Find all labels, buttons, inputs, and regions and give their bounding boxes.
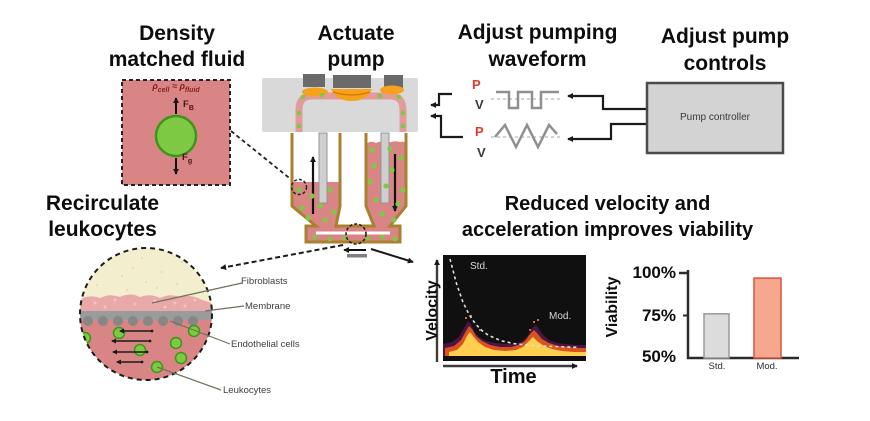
controls-title-line2: controls <box>683 52 767 75</box>
inlet-highlight-circle <box>290 178 308 196</box>
controller-to-waveform-arrow-1 <box>567 93 647 111</box>
pump-actuators <box>303 74 403 88</box>
pump-cells <box>296 92 406 242</box>
chamber-shading <box>332 91 371 96</box>
inset-art <box>79 247 245 391</box>
pump-to-plot-arrow <box>370 248 414 264</box>
controller-to-waveform-arrow-2 <box>567 122 647 142</box>
pump-controller-label: Pump controller <box>679 112 751 123</box>
flow-arrow-tails <box>140 329 154 364</box>
leukocytes-label: Leukocytes <box>223 385 272 396</box>
vessel-walls <box>290 133 408 244</box>
bar-chart-art <box>679 270 799 360</box>
pump-controller-box <box>645 81 785 155</box>
density-title-line1: Density <box>139 22 215 45</box>
std-curve <box>449 258 579 349</box>
waveform-title-line2: waveform <box>488 48 587 71</box>
ytick-75: 75% <box>641 306 676 325</box>
time-axis-label: Time <box>490 366 537 388</box>
band-speckles <box>93 298 197 309</box>
left-tube <box>318 132 328 204</box>
right-tube <box>380 132 390 204</box>
volume-label-2: V <box>477 145 486 160</box>
viability-axis-label: Viability <box>604 276 621 338</box>
flame-trace <box>443 315 586 356</box>
ytick-50: 50% <box>641 347 676 366</box>
cell-circle <box>154 114 198 158</box>
actuate-title-line1: Actuate <box>317 22 395 45</box>
membrane-label: Membrane <box>245 301 291 312</box>
flow-bar <box>347 254 367 258</box>
leader-lines <box>151 282 245 391</box>
velocity-axis-label: Velocity <box>424 280 441 341</box>
flame-speckles <box>465 315 539 331</box>
buoyancy-force-label: FB <box>183 99 194 112</box>
density-to-pump-dashed-line <box>230 130 294 182</box>
recirculate-title-line1: Recirculate <box>45 192 160 215</box>
flow-arrows <box>111 328 152 365</box>
mod-annotation: Mod. <box>549 311 572 322</box>
density-box-art <box>121 79 294 186</box>
pressure-label-1: P <box>472 77 481 92</box>
square-waveform <box>496 90 559 110</box>
waveform-art <box>430 90 647 150</box>
density-title-line2: matched fluid <box>108 48 246 71</box>
recirculation-highlight-circle <box>345 223 367 245</box>
actuate-title-line2: pump <box>327 48 385 71</box>
bar-label-std: Std. <box>708 361 726 372</box>
fibroblast-band <box>80 294 212 313</box>
fibroblasts-label: Fibroblasts <box>241 276 288 287</box>
waveform-to-pump-arrow-2 <box>430 113 463 139</box>
results-title-line1: Reduced velocity and <box>504 193 711 215</box>
recirculate-title-line2: leukocytes <box>48 218 157 241</box>
density-equation: ρcell ≈ ρfluid <box>152 81 200 94</box>
triangle-waveform <box>494 122 558 150</box>
inset-border <box>79 247 213 381</box>
gravity-force-label: Fg <box>182 152 193 165</box>
membrane-band <box>80 311 212 320</box>
endothelial-cells-label: Endothelial cells <box>231 339 300 350</box>
results-title-line2: acceleration improves viability <box>461 219 754 241</box>
ytick-100: 100% <box>632 263 676 282</box>
bar-std <box>703 313 730 359</box>
endothelial-bumps <box>83 316 198 326</box>
controls-title-line1: Adjust pump <box>660 25 790 48</box>
velocity-plot-art <box>434 255 586 369</box>
std-annotation: Std. <box>470 261 488 272</box>
bar-label-mod: Mod. <box>756 361 778 372</box>
pump-art <box>220 74 418 271</box>
pressure-label-2: P <box>475 124 484 139</box>
waveform-title-line1: Adjust pumping <box>457 21 618 44</box>
waveform-to-pump-arrow-1 <box>430 92 452 108</box>
volume-label-1: V <box>475 97 484 112</box>
pump-to-inset-dashed-arrow <box>220 244 344 271</box>
bar-mod <box>753 277 782 359</box>
